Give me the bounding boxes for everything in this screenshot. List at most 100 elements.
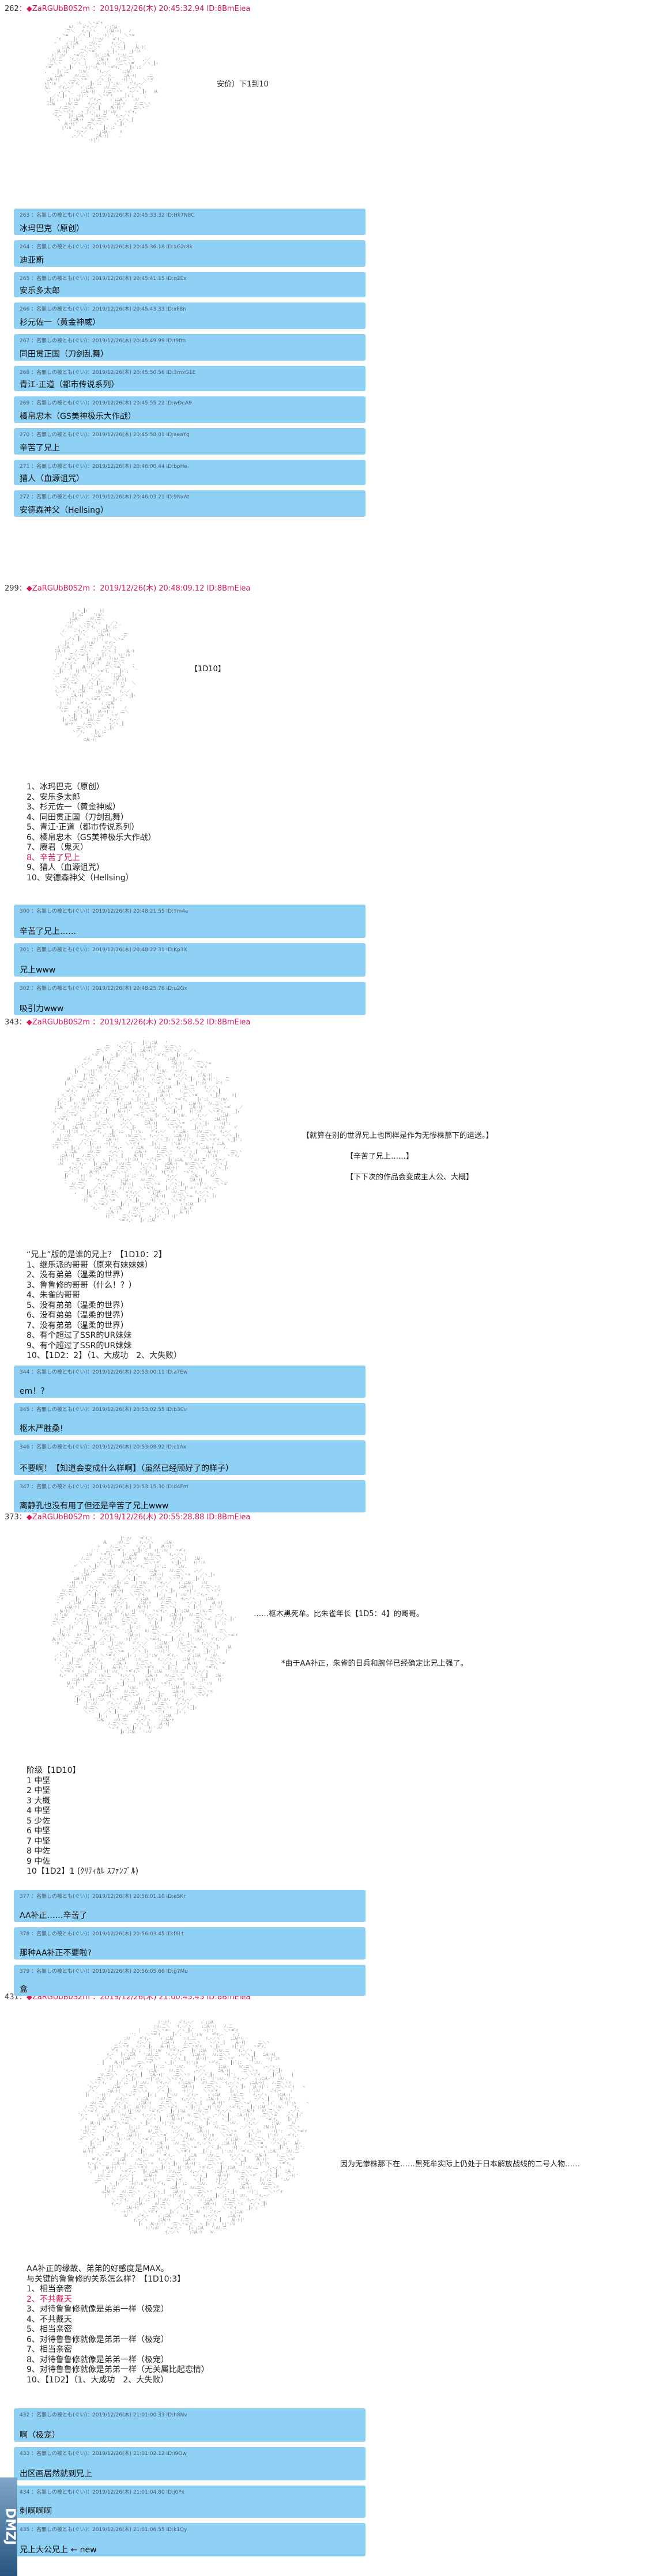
reply-box: 347 ：名無しの被とも(ぐい)：2019/12/26(木) 20:53:15.… [14, 1480, 366, 1512]
option-item: 6、没有弟弟（温柔的世界） [27, 1311, 129, 1320]
reply-text: 猎人（血源诅咒） [20, 474, 84, 483]
ascii-art: ヽ_┃ｨ` ﾄ| ┃ｨ`;ﾆ ':ﾊﾉ. ;ﾆ从- ﾊﾉ.二＼ -ﾄ|' .二＼… [52, 608, 138, 742]
reply-meta: 379 ：名無しの被とも(ぐい)：2019/12/26(木) 20:56:05.… [20, 1969, 188, 1974]
ascii-art: |':ﾊﾉ. =ﾟｲ,ｰ／ ｨ`;ﾆ从 :ﾊﾉ.二＼ ｲ,ｰ／ヽ_ ;ﾆ从-ﾄ|… [77, 2020, 310, 2234]
reply-meta: 265 ：名無しの被とも(ぐい)：2019/12/26(木) 20:45:41.… [20, 276, 187, 282]
reply-text: 橘帛忠木（GS美神极乐大作战） [20, 412, 136, 421]
option-item: 6、对待鲁鲁修就像是弟弟一样（极宠） [27, 2335, 169, 2344]
option-item: 8 中佐 [27, 1847, 51, 1856]
reply-box: 267 ：名無しの被とも(ぐい)：2019/12/26(木) 20:45:49.… [14, 334, 366, 361]
reply-text: 冰玛巴克（原创） [20, 224, 84, 233]
option-item: 5、没有弟弟（温柔的世界） [27, 1300, 129, 1310]
option-item: 7、相当亲密 [27, 2345, 72, 2354]
option-item: 9、对待鲁鲁修就像是弟弟一样（无关属比起恋情） [27, 2365, 209, 2374]
option-item: 3 大概 [27, 1796, 51, 1806]
option-item: 3、对待鲁鲁修就像是弟弟一样（极宠） [27, 2305, 169, 2314]
reply-meta: 347 ：名無しの被とも(ぐい)：2019/12/26(木) 20:53:15.… [20, 1484, 189, 1490]
post-header: 343：◆ZaRGUbB0S2m ：2019/12/26(木) 20:52:58… [5, 1016, 250, 1027]
post-header: 262：◆ZaRGUbB0S2m ：2019/12/26(木) 20:45:32… [5, 2, 250, 13]
option-item: 7、没有弟弟（温柔的世界） [27, 1321, 129, 1330]
option-item: 2 中坚 [27, 1786, 51, 1795]
option-item: 4、不共戴天 [27, 2314, 72, 2324]
site-watermark: DMZJ [0, 2477, 17, 2576]
option-item: 4、同田贯正国（刀剑乱舞） [27, 812, 129, 822]
reply-meta: 433 ：名無しの被とも(ぐい)：2019/12/26(木) 21:01:02.… [20, 2451, 187, 2457]
reply-box: 268 ：名無しの被とも(ぐい)：2019/12/26(木) 20:45:50.… [14, 366, 366, 391]
reply-meta: 434 ：名無しの被とも(ぐい)：2019/12/26(木) 21:01:04.… [20, 2490, 185, 2495]
post-time: ：◆ZaRGUbB0S2m ：2019/12/26(木) 20:48:09.12… [18, 584, 251, 593]
reply-text: AA补正……辛苦了 [20, 1911, 88, 1920]
reply-meta: 264 ：名無しの被とも(ぐい)：2019/12/26(木) 20:45:36.… [20, 244, 193, 250]
reply-meta: 270 ：名無しの被とも(ぐい)：2019/12/26(木) 20:45:58.… [20, 432, 190, 438]
post-option-list: “兄上”版的是谁的兄上？【1D10：2】1、继乐派的哥哥（原来有妹妹妹）2、没有… [27, 1250, 182, 1361]
option-item: 10、【1D2：2】（1、大成功 2、大失败） [27, 1351, 182, 1360]
option-item: 9、猎人（血源诅咒） [27, 863, 104, 872]
reply-box: 266 ：名無しの被とも(ぐい)：2019/12/26(木) 20:45:43.… [14, 302, 366, 329]
option-item: 1、继乐派的哥哥（原来有妹妹妹） [27, 1260, 153, 1270]
option-item: 5 少佐 [27, 1816, 51, 1826]
reply-meta: 267 ：名無しの被とも(ぐい)：2019/12/26(木) 20:45:49.… [20, 338, 186, 344]
post-note: 安价）下1到10 [217, 80, 269, 89]
reply-meta: 344 ：名無しの被とも(ぐい)：2019/12/26(木) 20:53:00.… [20, 1370, 188, 1375]
reply-box: 263 ：名無しの被とも(ぐい)：2019/12/26(木) 20:45:33.… [14, 209, 366, 235]
reply-box: 377 ：名無しの被とも(ぐい)：2019/12/26(木) 20:56:01.… [14, 1890, 366, 1922]
option-item: 10【1D2】1 (ｸﾘﾃｨｶﾙ ｽﾌｧﾝﾌﾞﾙ) [27, 1867, 139, 1876]
reply-box: 344 ：名無しの被とも(ぐい)：2019/12/26(木) 20:53:00.… [14, 1365, 366, 1398]
reply-box: 432 ：名無しの被とも(ぐい)：2019/12/26(木) 21:01:00.… [14, 2408, 366, 2442]
reply-meta: 269 ：名無しの被とも(ぐい)：2019/12/26(木) 20:45:55.… [20, 400, 192, 406]
ascii-art: :ﾊ ＼丶=ﾟｲ _ ﾊﾉ. =ﾟｲ,ｰ／ ｨ`;ﾆ从- .二＼ ｲ,ｰ／ヽ_ … [44, 21, 158, 142]
reply-text: 啊（极宠） [20, 2431, 60, 2440]
reply-meta: 266 ：名無しの被とも(ぐい)：2019/12/26(木) 20:45:43.… [20, 307, 186, 312]
post-note: 【下下次的作品会变成主人公、大概】 [346, 1173, 474, 1182]
reply-meta: 272 ：名無しの被とも(ぐい)：2019/12/26(木) 20:46:03.… [20, 494, 190, 500]
option-item: 7 中坚 [27, 1836, 51, 1846]
reply-meta: 435 ：名無しの被とも(ぐい)：2019/12/26(木) 21:01:06.… [20, 2527, 187, 2533]
reply-text: 安乐多太郎 [20, 286, 60, 296]
option-item: 8、有个超过了SSR的UR妹妹 [27, 1331, 132, 1340]
option-item: 2、没有弟弟（温柔的世界） [27, 1270, 129, 1280]
ascii-art: |':ﾊﾉ =ﾟｲ,ｰ 从 :ﾊﾉ.二 ｲ,ｰ／ヽ ;ﾆ从- -ﾄ ﾉ.二＼丶 … [50, 1536, 238, 1734]
reply-text: 刺啊啊啊 [20, 2507, 52, 2516]
post-note: 【辛苦了兄上……】 [346, 1152, 414, 1161]
post-note: 【1D10】 [190, 665, 225, 674]
reply-text: 兄上大公兄上 ← new [20, 2545, 97, 2555]
reply-meta: 377 ：名無しの被とも(ぐい)：2019/12/26(木) 20:56:01.… [20, 1894, 186, 1900]
option-item: 2、不共戴天 [27, 2294, 72, 2304]
reply-text: 迪亚斯 [20, 256, 44, 265]
reply-meta: 302 ：名無しの被とも(ぐい)：2019/12/26(木) 20:48:25.… [20, 986, 187, 992]
reply-box: 269 ：名無しの被とも(ぐい)：2019/12/26(木) 20:45:55.… [14, 396, 366, 423]
option-item: 9、有个超过了SSR的UR妹妹 [27, 1341, 132, 1351]
option-item: 4、朱雀的哥哥 [27, 1291, 80, 1300]
post-note: *由于AA补正，朱雀的日兵和腕伴已经确定比兄上强了。 [281, 1659, 468, 1668]
reply-text: 兄上www [20, 966, 56, 975]
post-header: 299：◆ZaRGUbB0S2m ：2019/12/26(木) 20:48:09… [5, 582, 250, 593]
reply-meta: 432 ：名無しの被とも(ぐい)：2019/12/26(木) 21:01:00.… [20, 2412, 187, 2418]
reply-box: 264 ：名無しの被とも(ぐい)：2019/12/26(木) 20:45:36.… [14, 240, 366, 267]
post-number: 262 [5, 5, 19, 13]
reply-box: 272 ：名無しの被とも(ぐい)：2019/12/26(木) 20:46:03.… [14, 490, 366, 517]
post-time: ：◆ZaRGUbB0S2m ：2019/12/26(木) 20:45:32.94… [18, 5, 251, 13]
reply-text: 盒 [20, 1985, 28, 1994]
reply-meta: 301 ：名無しの被とも(ぐい)：2019/12/26(木) 20:48:22.… [20, 947, 187, 953]
reply-text: 吸引力www [20, 1004, 64, 1013]
post-note: 因为无惨株那下在……黑死牟实际上仍处于日本解放战线的二号人物…… [340, 2160, 581, 2169]
option-item: 与关键的鲁鲁修的关系怎么样？【1D10:3】 [27, 2274, 186, 2284]
option-item: 6、橘帛忠木（GS美神极乐大作战） [27, 833, 156, 842]
post-option-list: AA补正的缘故、弟弟的好感度是MAX。与关键的鲁鲁修的关系怎么样？【1D10:3… [27, 2264, 209, 2385]
reply-meta: 271 ：名無しの被とも(ぐい)：2019/12/26(木) 20:46:00.… [20, 464, 187, 470]
option-item: 10、安德森神父（Hellsing） [27, 873, 134, 883]
post-time: ：◆ZaRGUbB0S2m ：2019/12/26(木) 20:52:58.52… [18, 1018, 251, 1027]
reply-meta: 345 ：名無しの被とも(ぐい)：2019/12/26(木) 20:53:02.… [20, 1407, 187, 1413]
option-item: 3、鲁鲁修的哥哥（什么！？） [27, 1280, 137, 1290]
reply-text: 同田贯正国（刀剑乱舞） [20, 350, 108, 359]
reply-meta: 268 ：名無しの被とも(ぐい)：2019/12/26(木) 20:45:50.… [20, 370, 196, 376]
option-item: 3、杉元佐一（黄金神威） [27, 803, 120, 812]
reply-box: 434 ：名無しの被とも(ぐい)：2019/12/26(木) 21:01:04.… [14, 2486, 366, 2518]
reply-box: 265 ：名無しの被とも(ぐい)：2019/12/26(木) 20:45:41.… [14, 272, 366, 297]
reply-box: 435 ：名無しの被とも(ぐい)：2019/12/26(木) 21:01:06.… [14, 2523, 366, 2556]
reply-meta: 346 ：名無しの被とも(ぐい)：2019/12/26(木) 20:53:08.… [20, 1444, 187, 1450]
reply-meta: 378 ：名無しの被とも(ぐい)：2019/12/26(木) 20:56:03.… [20, 1931, 184, 1937]
post-number: 373 [5, 1513, 19, 1522]
